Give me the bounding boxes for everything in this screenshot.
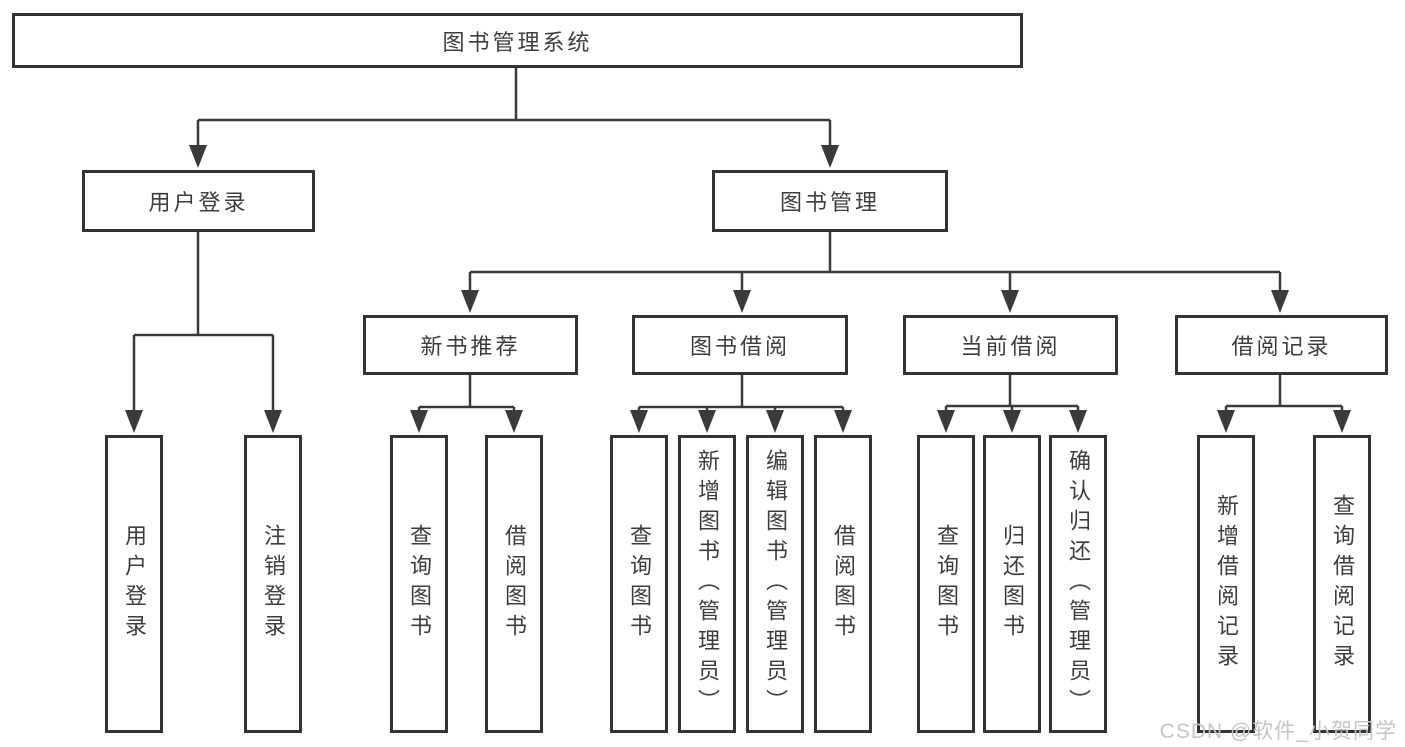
csdn-watermark: CSDN @软件_小贺同学 bbox=[1159, 720, 1397, 743]
leaf-br-add-record: 新增借阅记录 bbox=[1197, 435, 1255, 733]
node-borrow-records: 借阅记录 bbox=[1175, 315, 1388, 375]
node-book-management: 图书管理 bbox=[712, 170, 948, 232]
node-root-label: 图书管理系统 bbox=[442, 29, 593, 55]
edge-userlogin-to-leaves bbox=[132, 232, 275, 414]
edge-bookborrow-to-leaves bbox=[637, 375, 845, 414]
leaf-br-query-record: 查询借阅记录 bbox=[1313, 435, 1371, 733]
edge-borrowrecord-to-leaves bbox=[1224, 375, 1344, 414]
leaf-bb-borrow-books: 借阅图书 bbox=[814, 435, 872, 733]
leaf-cb-return-books-label: 归还图书 bbox=[1000, 524, 1025, 644]
edge-bookmgmt-to-level3 bbox=[468, 232, 1282, 296]
node-current-borrow-label: 当前借阅 bbox=[960, 334, 1061, 359]
leaf-user-login: 用户登录 bbox=[105, 435, 163, 733]
leaf-logout-label: 注销登录 bbox=[261, 524, 286, 644]
node-new-book-recommend-label: 新书推荐 bbox=[420, 334, 521, 359]
leaf-cb-query-books: 查询图书 bbox=[917, 435, 975, 733]
node-new-book-recommend: 新书推荐 bbox=[363, 315, 578, 375]
leaf-user-login-label: 用户登录 bbox=[122, 524, 147, 644]
node-user-login-group: 用户登录 bbox=[82, 170, 315, 232]
leaf-bb-query-books-label: 查询图书 bbox=[627, 524, 652, 644]
leaf-bb-add-books-admin: 新增图书（管理员） bbox=[678, 435, 736, 733]
arrowheads bbox=[125, 145, 1351, 433]
leaf-nbr-query-books-label: 查询图书 bbox=[407, 524, 432, 644]
leaf-cb-confirm-return-admin-label: 确认归还（管理员） bbox=[1066, 449, 1091, 719]
leaf-cb-query-books-label: 查询图书 bbox=[934, 524, 959, 644]
node-book-borrow: 图书借阅 bbox=[632, 315, 848, 375]
leaf-bb-query-books: 查询图书 bbox=[610, 435, 668, 733]
leaf-bb-add-books-admin-label: 新增图书（管理员） bbox=[695, 449, 720, 719]
node-root: 图书管理系统 bbox=[12, 13, 1023, 68]
node-user-login-group-label: 用户登录 bbox=[148, 190, 249, 215]
leaf-cb-confirm-return-admin: 确认归还（管理员） bbox=[1049, 435, 1107, 733]
leaf-br-query-record-label: 查询借阅记录 bbox=[1330, 494, 1355, 674]
leaf-bb-edit-books-admin-label: 编辑图书（管理员） bbox=[763, 449, 788, 719]
leaf-bb-borrow-books-label: 借阅图书 bbox=[831, 524, 856, 644]
node-book-management-label: 图书管理 bbox=[779, 190, 880, 215]
leaf-logout: 注销登录 bbox=[244, 435, 302, 733]
leaf-nbr-query-books: 查询图书 bbox=[390, 435, 448, 733]
node-current-borrow: 当前借阅 bbox=[903, 315, 1118, 375]
leaf-br-add-record-label: 新增借阅记录 bbox=[1214, 494, 1239, 674]
leaf-nbr-borrow-books: 借阅图书 bbox=[485, 435, 543, 733]
node-book-borrow-label: 图书借阅 bbox=[689, 334, 790, 359]
leaf-nbr-borrow-books-label: 借阅图书 bbox=[502, 524, 527, 644]
node-borrow-records-label: 借阅记录 bbox=[1231, 334, 1332, 359]
leaf-cb-return-books: 归还图书 bbox=[983, 435, 1041, 733]
edge-newbookrec-to-leaves bbox=[417, 375, 516, 414]
edge-root-to-level2 bbox=[196, 68, 832, 150]
leaf-bb-edit-books-admin: 编辑图书（管理员） bbox=[746, 435, 804, 733]
edge-currentborrow-to-leaves bbox=[944, 375, 1080, 414]
